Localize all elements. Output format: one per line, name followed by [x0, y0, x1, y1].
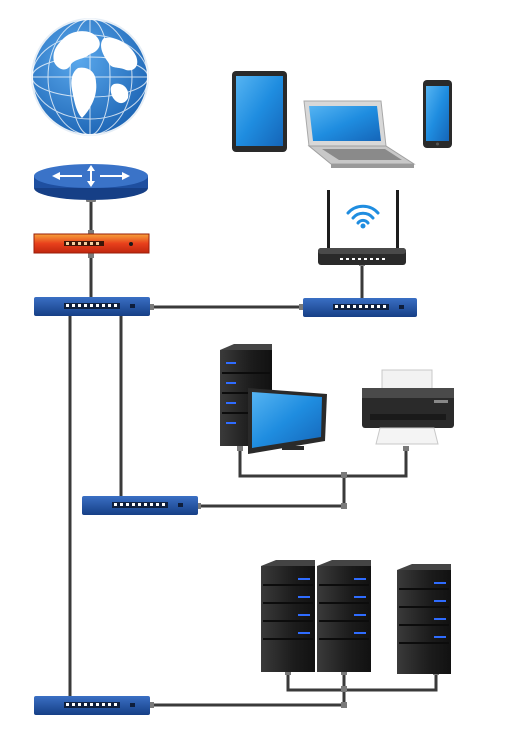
office-switch-icon	[82, 496, 198, 515]
server-1-icon	[261, 560, 315, 672]
smartphone-icon	[423, 80, 452, 148]
tablet-icon	[232, 71, 287, 152]
server-3-icon	[397, 564, 451, 674]
cable-servers-branch	[286, 672, 438, 692]
desktop-tower-icon	[220, 344, 272, 446]
server-2-icon	[317, 560, 371, 672]
monitor-icon	[248, 388, 327, 454]
cable-desktop-printer-branch	[238, 448, 408, 478]
wifi-router-icon	[318, 190, 406, 265]
firewall-icon	[33, 233, 150, 254]
globe-icon	[31, 18, 149, 136]
printer-icon	[362, 369, 454, 445]
router-icon	[34, 164, 148, 200]
core-switch-icon	[34, 297, 150, 316]
server-switch-icon	[34, 696, 150, 715]
cables	[68, 200, 438, 707]
wifi-signal-icon	[346, 204, 380, 225]
laptop-icon	[303, 100, 416, 168]
wifi-switch-icon	[303, 298, 417, 317]
